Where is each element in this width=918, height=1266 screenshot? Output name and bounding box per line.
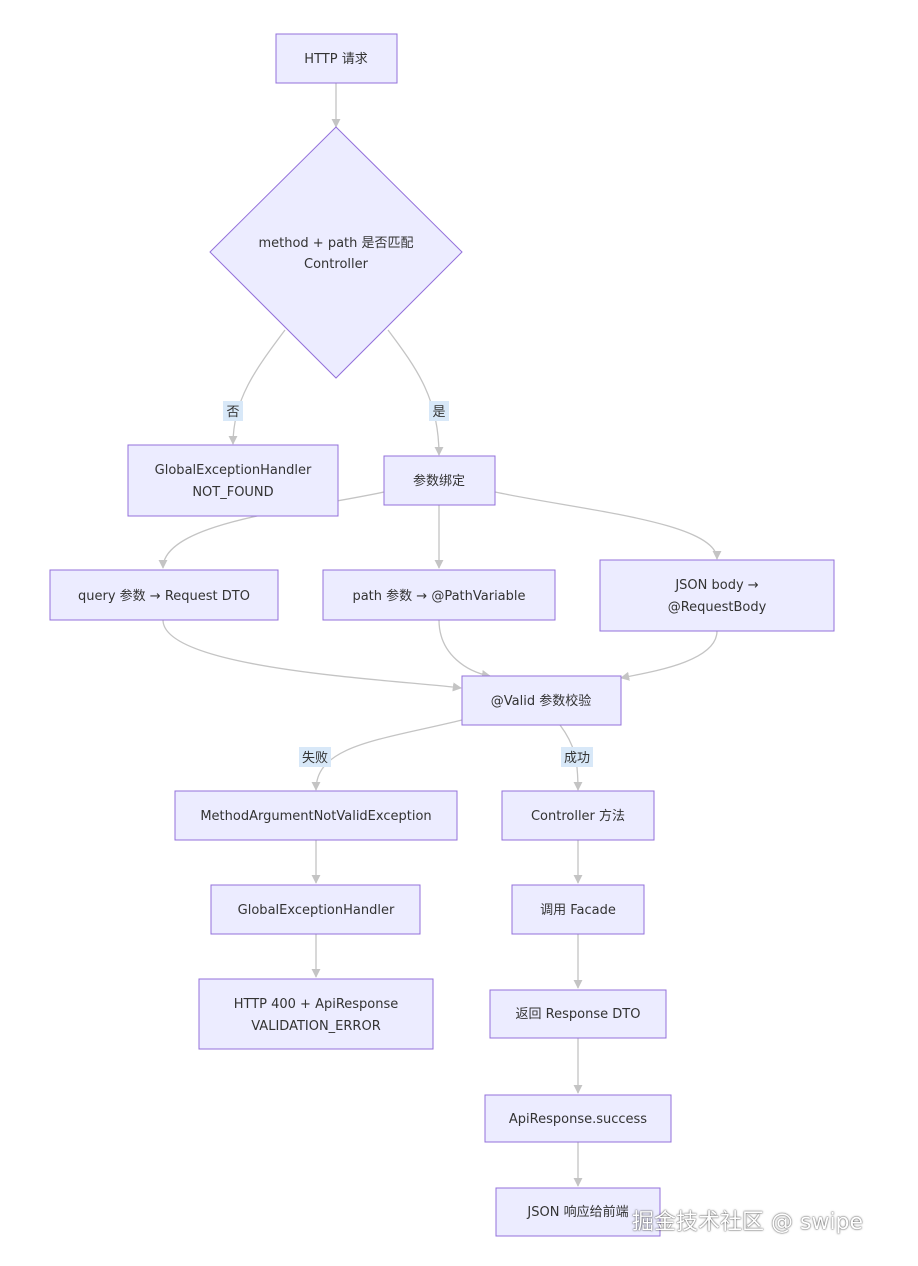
svg-text:Controller 方法: Controller 方法 (531, 808, 625, 824)
edge-path-to-valid (438, 619, 491, 680)
watermark: 掘金技术社区 @ swipe (632, 1210, 864, 1235)
node-json-body: JSON body → @RequestBody (599, 559, 835, 632)
svg-text:HTTP 400 + ApiResponse: HTTP 400 + ApiResponse (234, 997, 399, 1012)
svg-text:调用 Facade: 调用 Facade (540, 903, 616, 918)
edge-query-to-valid (162, 619, 462, 692)
svg-text:是: 是 (432, 405, 445, 420)
svg-text:失败: 失败 (302, 751, 328, 766)
svg-text:ApiResponse.success: ApiResponse.success (509, 1112, 647, 1127)
node-method-arg-exception: MethodArgumentNotValidException (174, 790, 458, 841)
node-json-response: JSON 响应给前端 (495, 1187, 661, 1237)
node-path-param: path 参数 → @PathVariable (322, 569, 556, 621)
edge-json-to-valid (620, 630, 718, 681)
node-query-param: query 参数 → Request DTO (49, 569, 279, 621)
svg-text:HTTP 请求: HTTP 请求 (304, 52, 367, 67)
svg-text:成功: 成功 (564, 751, 590, 766)
node-return-response-dto: 返回 Response DTO (489, 989, 667, 1039)
edge-binding-to-json (494, 491, 722, 560)
svg-text:Controller: Controller (304, 257, 369, 272)
edge-decision-yes (387, 329, 444, 456)
node-global-handler: GlobalExceptionHandler (210, 884, 421, 935)
edge-decision-no (228, 329, 286, 445)
edge-label-success: 成功 (561, 747, 593, 767)
edge-binding-to-query (158, 491, 385, 569)
svg-text:MethodArgumentNotValidExceptio: MethodArgumentNotValidException (200, 809, 431, 824)
svg-text:@RequestBody: @RequestBody (668, 600, 767, 615)
svg-text:否: 否 (226, 405, 239, 420)
svg-text:path 参数 → @PathVariable: path 参数 → @PathVariable (352, 588, 525, 604)
svg-text:method + path 是否匹配: method + path 是否匹配 (258, 236, 413, 251)
svg-text:JSON body →: JSON body → (674, 578, 758, 593)
svg-text:@Valid 参数校验: @Valid 参数校验 (491, 693, 591, 709)
edge-label-fail: 失败 (299, 747, 331, 767)
svg-text:NOT_FOUND: NOT_FOUND (192, 485, 273, 500)
svg-text:query 参数 → Request DTO: query 参数 → Request DTO (78, 588, 250, 604)
node-http-400: HTTP 400 + ApiResponse VALIDATION_ERROR (198, 978, 434, 1050)
edge-valid-fail (311, 719, 463, 791)
edge-label-yes: 是 (429, 401, 449, 421)
edge-label-no: 否 (223, 401, 243, 421)
svg-text:GlobalExceptionHandler: GlobalExceptionHandler (155, 463, 312, 478)
node-valid-check: @Valid 参数校验 (461, 675, 622, 726)
node-match-controller-decision: method + path 是否匹配 Controller (209, 126, 463, 379)
node-global-handler-not-found: GlobalExceptionHandler NOT_FOUND (127, 444, 339, 517)
svg-text:返回 Response DTO: 返回 Response DTO (516, 1007, 641, 1022)
node-http-request: HTTP 请求 (275, 33, 398, 84)
svg-text:VALIDATION_ERROR: VALIDATION_ERROR (251, 1019, 380, 1034)
svg-text:GlobalExceptionHandler: GlobalExceptionHandler (238, 903, 395, 918)
node-call-facade: 调用 Facade (511, 884, 645, 935)
node-param-binding: 参数绑定 (383, 455, 496, 506)
node-controller-method: Controller 方法 (501, 790, 655, 841)
svg-text:参数绑定: 参数绑定 (413, 473, 465, 489)
svg-text:JSON 响应给前端: JSON 响应给前端 (526, 1204, 628, 1220)
node-api-response-success: ApiResponse.success (484, 1094, 672, 1143)
